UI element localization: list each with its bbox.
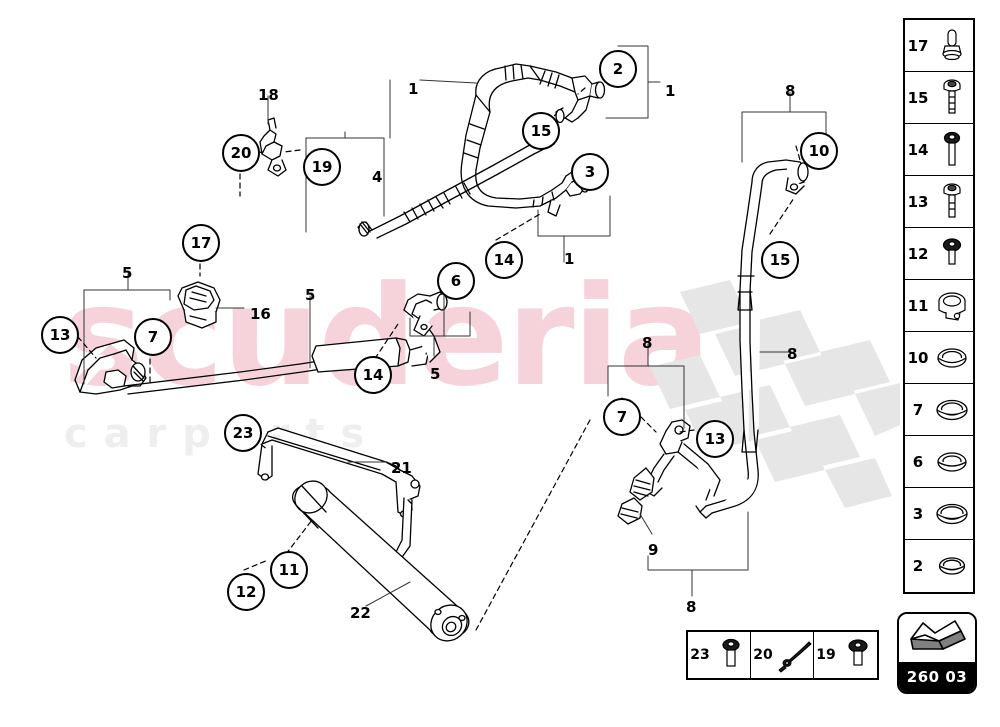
cable-tie-icon: [775, 633, 815, 677]
o-ring-icon: [931, 335, 973, 381]
callout-3[interactable]: 3: [571, 153, 609, 191]
flange-bolt-icon: [712, 633, 750, 677]
parts-legend-panel: 17 15: [903, 18, 975, 594]
legend-row-3[interactable]: 3: [905, 488, 973, 540]
legend-row-13[interactable]: 13: [905, 176, 973, 228]
o-ring-icon: [931, 387, 973, 433]
legend-row-20[interactable]: 20: [751, 632, 814, 678]
legend-row-2[interactable]: 2: [905, 540, 973, 592]
callout-14a[interactable]: 14: [485, 241, 523, 279]
leader-number-5-right: 5: [430, 365, 441, 383]
legend-number: 3: [912, 504, 924, 523]
leader-number-22: 22: [350, 604, 371, 622]
legend-row-14[interactable]: 14: [905, 124, 973, 176]
plug-pin-icon: [931, 23, 973, 69]
legend-number: 2: [912, 557, 924, 575]
leader-number-4: 4: [372, 168, 383, 186]
hex-flange-bolt-icon: [931, 75, 973, 121]
legend-number: 11: [907, 296, 929, 315]
legend-row-15[interactable]: 15: [905, 72, 973, 124]
legend-row-7[interactable]: 7: [905, 384, 973, 436]
leader-number-1-top-left: 1: [408, 80, 419, 98]
legend-number: 10: [907, 348, 929, 367]
legend-number: 12: [907, 244, 929, 263]
callout-20[interactable]: 20: [222, 134, 260, 172]
legend-number: 17: [907, 36, 929, 55]
leader-number-1-top-right: 1: [665, 82, 676, 100]
legend-number: 19: [816, 647, 836, 663]
callout-15a[interactable]: 15: [522, 112, 560, 150]
callout-12[interactable]: 12: [227, 573, 265, 611]
leader-number-8-left: 8: [642, 334, 653, 352]
leader-number-8-bottom: 8: [686, 598, 697, 616]
leader-number-9: 9: [648, 541, 659, 559]
parts-legend-bottom: 23 20: [686, 630, 879, 680]
flange-bolt-icon: [838, 633, 877, 677]
leader-number-5-left: 5: [122, 264, 133, 282]
hose-clamp-icon: [931, 283, 973, 329]
legend-number: 7: [912, 400, 924, 419]
leader-number-16: 16: [250, 305, 271, 323]
callout-13b[interactable]: 13: [696, 420, 734, 458]
legend-row-17[interactable]: 17: [905, 20, 973, 72]
legend-row-10[interactable]: 10: [905, 332, 973, 384]
callout-7a[interactable]: 7: [134, 318, 172, 356]
callout-14b[interactable]: 14: [354, 356, 392, 394]
callout-7b[interactable]: 7: [603, 398, 641, 436]
callout-11[interactable]: 11: [270, 551, 308, 589]
legend-number: 20: [753, 647, 773, 663]
legend-row-12[interactable]: 12: [905, 228, 973, 280]
leader-number-18: 18: [258, 86, 279, 104]
legend-number: 23: [690, 647, 710, 663]
legend-number: 13: [907, 192, 929, 211]
o-ring-icon: [931, 439, 973, 485]
hex-flange-bolt-icon: [931, 179, 973, 225]
callout-6[interactable]: 6: [437, 262, 475, 300]
group-symbol-icon: [899, 614, 975, 662]
leader-number-21: 21: [391, 459, 412, 477]
callout-13a[interactable]: 13: [41, 316, 79, 354]
legend-row-11[interactable]: 11: [905, 280, 973, 332]
callout-23[interactable]: 23: [224, 414, 262, 452]
part-number-badge[interactable]: 260 03: [897, 612, 977, 694]
legend-number: 6: [912, 452, 924, 471]
legend-row-23[interactable]: 23: [688, 632, 751, 678]
callout-2[interactable]: 2: [599, 50, 637, 88]
leader-number-8-top: 8: [785, 82, 796, 100]
legend-row-19[interactable]: 19: [814, 632, 877, 678]
o-ring-icon: [931, 491, 973, 537]
short-flange-bolt-icon: [931, 231, 973, 277]
leader-number-1-mid: 1: [564, 250, 575, 268]
socket-bolt-icon: [931, 127, 973, 173]
legend-row-6[interactable]: 6: [905, 436, 973, 488]
callout-10[interactable]: 10: [800, 132, 838, 170]
leader-number-5-mid: 5: [305, 286, 316, 304]
legend-number: 15: [907, 88, 929, 107]
callout-17[interactable]: 17: [182, 224, 220, 262]
legend-number: 14: [907, 140, 929, 159]
part-number-label: 260 03: [899, 662, 975, 692]
callout-19[interactable]: 19: [303, 148, 341, 186]
callout-15b[interactable]: 15: [761, 241, 799, 279]
o-ring-icon: [931, 543, 973, 589]
leader-number-8-mid: 8: [787, 345, 798, 363]
